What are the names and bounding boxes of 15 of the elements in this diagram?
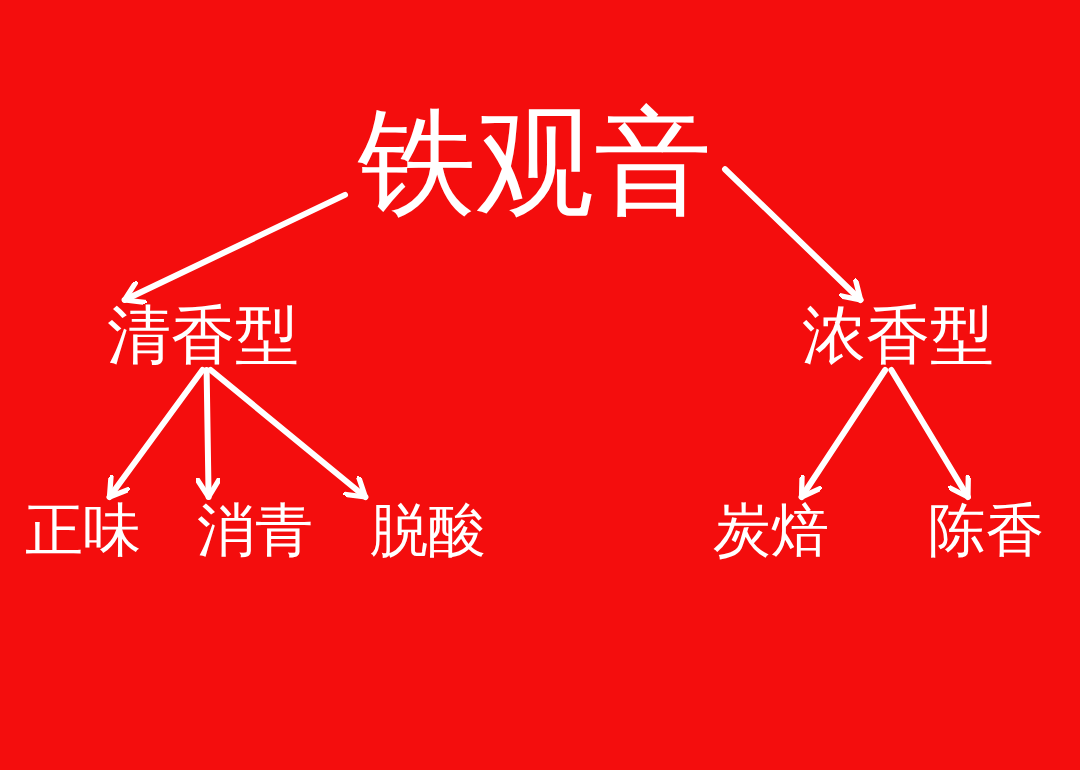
arrow: [106, 367, 206, 500]
category-text: 消青: [187, 497, 322, 565]
arrow: [722, 166, 864, 303]
arrow: [798, 367, 889, 500]
category-text: 炭焙: [703, 497, 838, 565]
category-text: 脱酸: [360, 497, 495, 565]
title-text: 铁观音: [345, 95, 725, 230]
category-text: 浓香型: [795, 300, 1000, 370]
arrow: [121, 191, 348, 306]
arrow: [193, 367, 223, 500]
category-text: 正味: [15, 497, 150, 565]
arrow: [207, 367, 369, 500]
category-text: 清香型: [100, 300, 305, 370]
category-text: 陈香: [918, 497, 1053, 565]
arrow: [888, 367, 971, 500]
